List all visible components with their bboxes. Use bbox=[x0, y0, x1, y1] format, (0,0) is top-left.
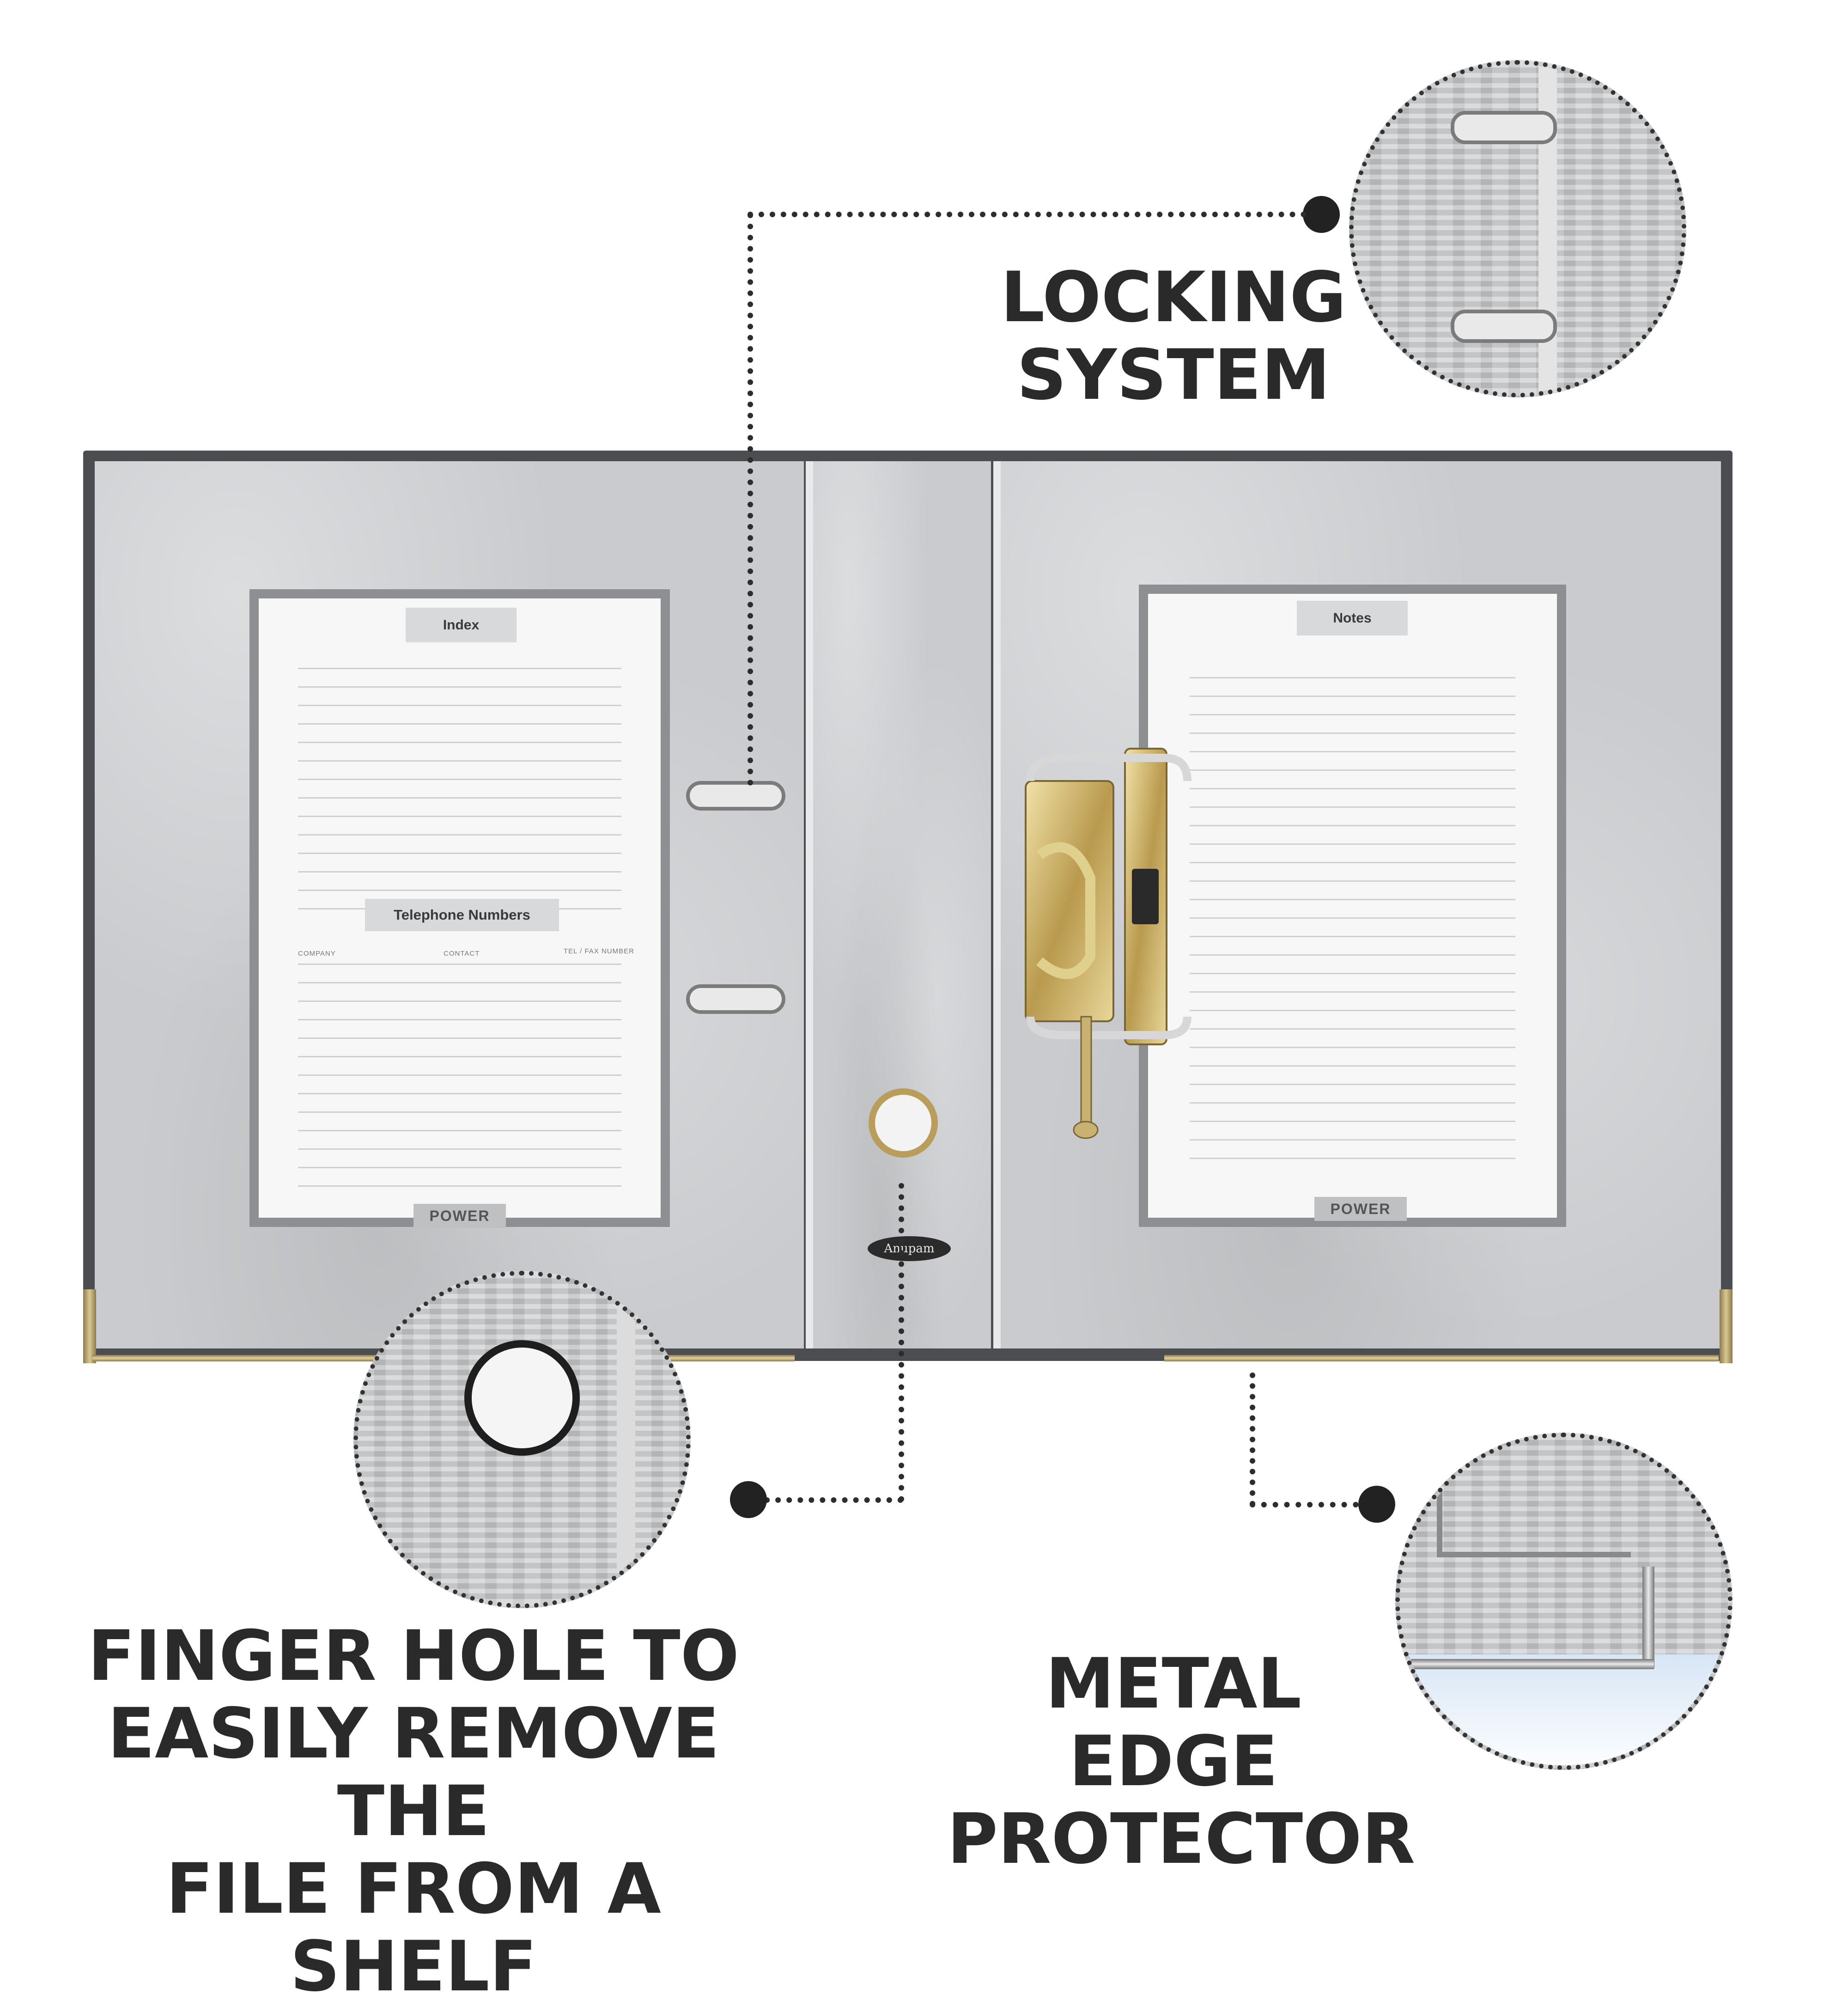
index-lines bbox=[298, 668, 621, 927]
column-contact: CONTACT bbox=[444, 950, 480, 958]
finger-label-line-3: FILE FROM A SHELF bbox=[166, 1849, 661, 2007]
locking-system-zoom bbox=[1349, 60, 1686, 397]
spine-crease-right bbox=[993, 461, 1001, 1348]
locking-slot-bottom bbox=[686, 984, 785, 1014]
locking-connector-line-h bbox=[748, 212, 1307, 217]
zoom-slot-bottom bbox=[1451, 310, 1557, 343]
spine-crease-left bbox=[806, 461, 813, 1348]
metal-edge-strip-right bbox=[1164, 1355, 1719, 1361]
metal-corner-left bbox=[83, 1289, 96, 1363]
metal-label-line-1: METAL EDGE bbox=[1045, 1644, 1302, 1802]
anupam-logo: Anupam bbox=[868, 1236, 951, 1261]
finger-label-line-2: EASILY REMOVE THE bbox=[107, 1694, 720, 1852]
metal-corner-right bbox=[1720, 1289, 1732, 1363]
finger-connector-line-h bbox=[753, 1497, 903, 1503]
metal-connector-line-h bbox=[1250, 1502, 1393, 1507]
locking-connector-line-v bbox=[748, 213, 753, 786]
locking-slot-top bbox=[686, 781, 785, 811]
metal-connector-line-v bbox=[1250, 1373, 1255, 1507]
power-brand-left: POWER bbox=[413, 1204, 506, 1228]
column-tel-fax: TEL / FAX NUMBER bbox=[564, 947, 634, 955]
locking-label-line-1: LOCKING bbox=[1000, 257, 1347, 338]
metal-edge-zoom bbox=[1395, 1433, 1732, 1770]
lever-arch-mechanism bbox=[1025, 748, 1191, 1139]
metal-edge-label: METAL EDGE PROTECTOR bbox=[947, 1644, 1416, 1879]
finger-connector-line-v bbox=[899, 1183, 904, 1502]
zoom-metal-corner bbox=[1642, 1567, 1654, 1668]
finger-label-line-1: FINGER HOLE TO bbox=[87, 1616, 740, 1696]
locking-connector-dot bbox=[1303, 196, 1340, 233]
locking-system-label: LOCKING SYSTEM bbox=[993, 259, 1354, 414]
metal-label-line-2: PROTECTOR bbox=[947, 1799, 1416, 1879]
notes-title: Notes bbox=[1297, 601, 1408, 635]
notes-lines bbox=[1190, 677, 1515, 1185]
finger-hole-zoom bbox=[353, 1271, 691, 1608]
column-company: COMPANY bbox=[298, 950, 336, 958]
locking-label-line-2: SYSTEM bbox=[1016, 335, 1331, 415]
zoom-finger-hole bbox=[464, 1340, 580, 1456]
index-title: Index bbox=[406, 608, 517, 642]
notes-sheet: Notes bbox=[1148, 594, 1557, 1218]
telephone-lines bbox=[298, 964, 621, 1204]
index-sheet: Index Telephone Numbers COMPANY CONTACT … bbox=[259, 598, 661, 1218]
finger-hole-label: FINGER HOLE TO EASILY REMOVE THE FILE FR… bbox=[55, 1617, 772, 2006]
zoom-metal-strip bbox=[1400, 1659, 1654, 1669]
zoom-slot-top bbox=[1451, 111, 1557, 144]
finger-connector-dot bbox=[730, 1481, 767, 1518]
finger-hole bbox=[869, 1088, 938, 1158]
metal-connector-dot bbox=[1358, 1486, 1395, 1523]
power-brand-right: POWER bbox=[1314, 1197, 1407, 1221]
telephone-numbers-title: Telephone Numbers bbox=[365, 899, 559, 931]
